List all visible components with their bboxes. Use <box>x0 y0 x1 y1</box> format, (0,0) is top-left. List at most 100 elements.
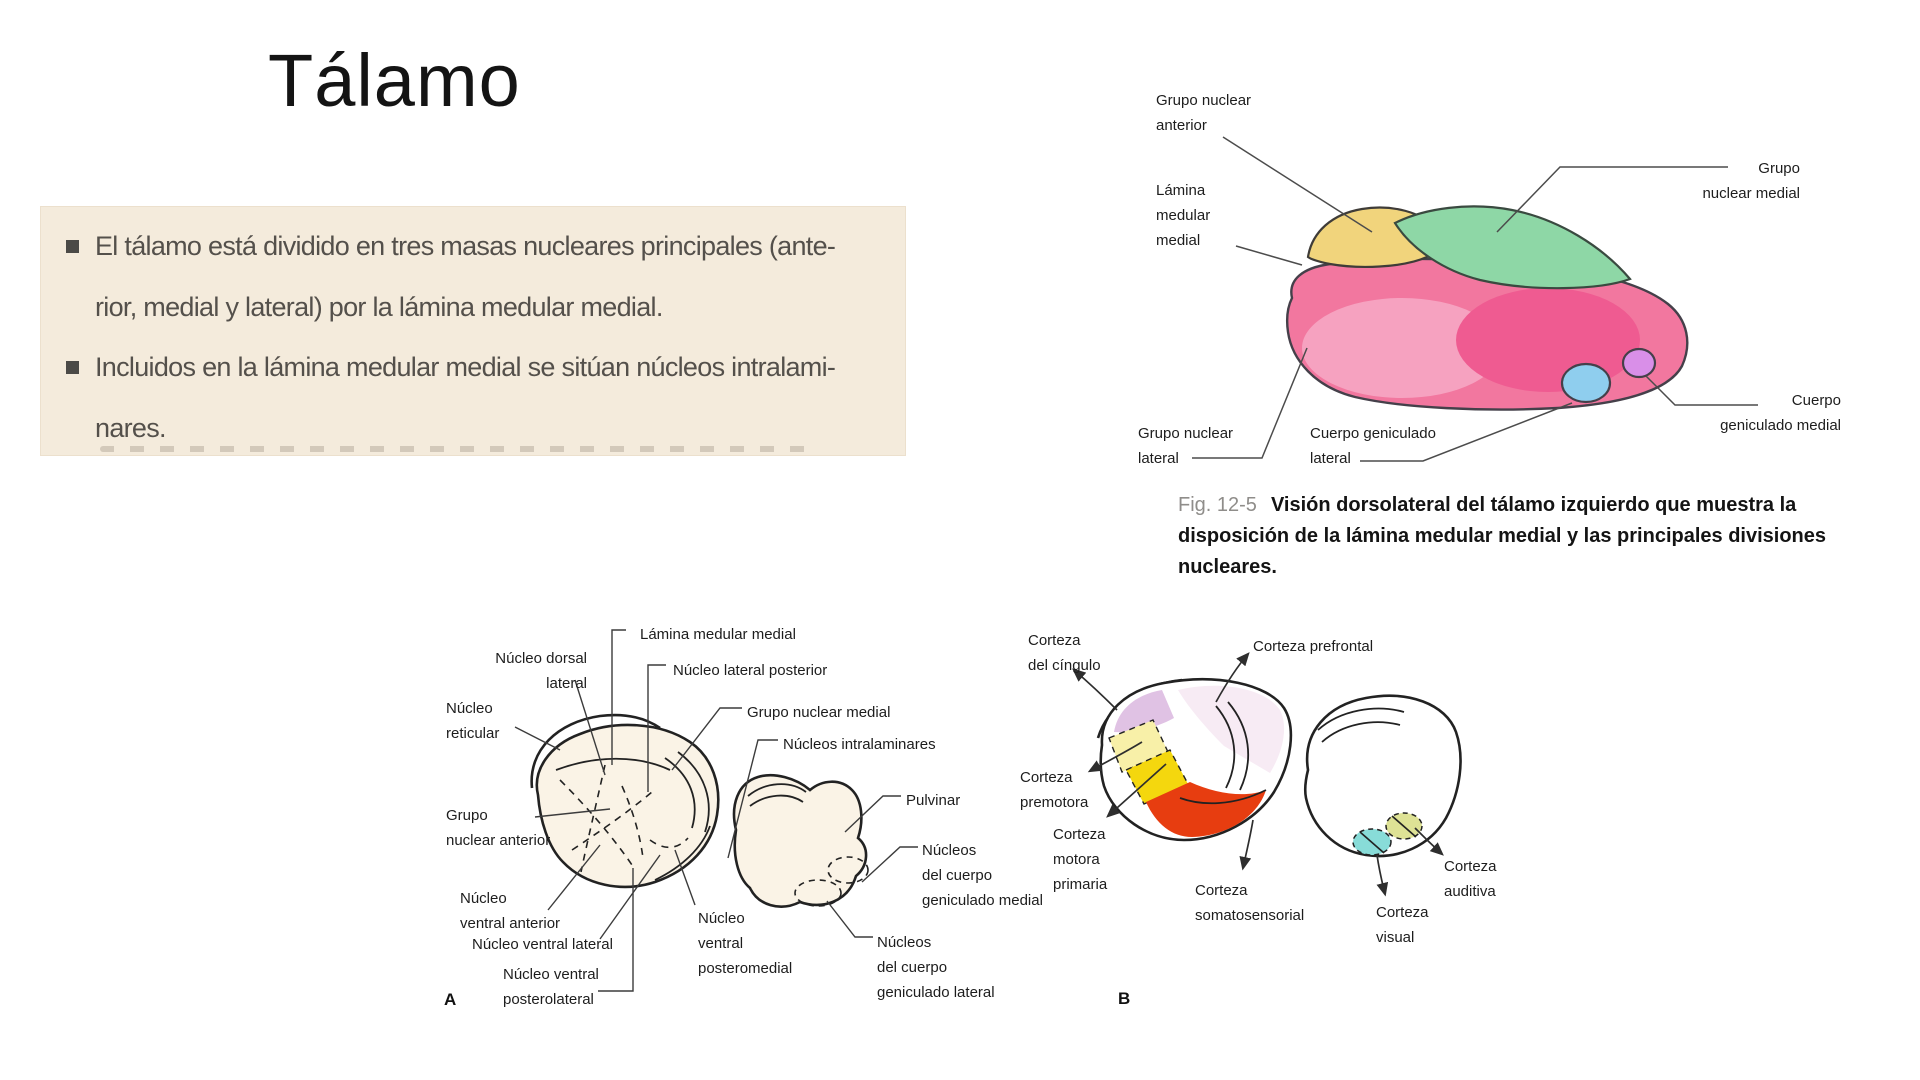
caption-tag: Fig. 12-5 <box>1178 494 1257 516</box>
leader-lateral <box>1192 347 1308 459</box>
cingulate-region <box>1114 690 1174 733</box>
lateral-pink-deep-patch <box>1456 288 1640 392</box>
label-grupo-nuclear-medial: Grupo nuclear medial <box>747 704 891 721</box>
lateral-pink-light-patch <box>1302 298 1502 398</box>
figure-nuclei-and-cortex: Lámina medular medial Núcleo dorsal late… <box>360 610 1640 1050</box>
reticular-shell-outline <box>530 713 661 789</box>
leader <box>844 795 901 833</box>
label-nucleo-ventral-posterolateral: Núcleo ventral posterolateral <box>503 966 599 1008</box>
caption-line: disposición de la lámina medular medial … <box>1178 525 1827 547</box>
label-grupo-nuclear-medial: Grupo nuclear medial <box>1702 160 1800 202</box>
label-grupo-nuclear-anterior: Grupo nuclear anterior <box>446 807 551 849</box>
leader <box>826 900 873 938</box>
leader <box>534 808 611 818</box>
cross-line <box>1359 831 1385 854</box>
arrow-prefrontal <box>1215 652 1250 703</box>
geniculate-lateral-dashed <box>794 879 842 907</box>
leader <box>598 868 634 992</box>
pulvinar-blob-outline <box>732 773 868 908</box>
prefrontal-region <box>1178 685 1285 773</box>
panel-b-art <box>1072 652 1462 897</box>
panel-a-art <box>514 629 918 992</box>
thalamus-b-internal-curves <box>1179 701 1267 805</box>
label-corteza-motora-primaria: Corteza motora primaria <box>1053 826 1108 893</box>
internal-lamina-curves <box>555 751 711 881</box>
internal-dashed-borders <box>559 764 689 873</box>
arrow-cingulo <box>1072 668 1118 711</box>
arc <box>749 794 804 807</box>
dashed-border <box>621 785 644 859</box>
bullet-item: Incluidos en la lámina medular medial se… <box>66 337 895 458</box>
label-nucleo-ventral-anterior: Núcleo ventral anterior <box>460 890 561 932</box>
label-grupo-nuclear-anterior: Grupo nuclear anterior <box>1156 92 1252 134</box>
arc <box>1317 707 1405 731</box>
pulvinar-top-arcs <box>747 783 807 807</box>
leader-anterior <box>1222 136 1373 233</box>
cortex-blob-top-arcs <box>1317 707 1405 743</box>
panel-a-leaders <box>514 629 918 992</box>
label-lamina-medular-medial: Lámina medular medial <box>1156 182 1211 249</box>
arc <box>1227 701 1250 791</box>
leader <box>611 629 626 765</box>
leader <box>671 707 742 771</box>
leader <box>647 664 666 792</box>
leader <box>574 679 606 776</box>
label-corteza-auditiva: Corteza auditiva <box>1444 858 1497 900</box>
medial-nuclear-group-shape <box>1393 205 1632 290</box>
caption-text: Visión dorsolateral del tálamo izquierdo… <box>1270 494 1797 516</box>
leader-medial <box>1496 166 1728 233</box>
label-nucleos-cuerpo-geniculado-medial: Núcleos del cuerpo geniculado medial <box>922 842 1043 909</box>
label-nucleo-lateral-posterior: Núcleo lateral posterior <box>673 662 828 679</box>
label-nucleo-dorsal-lateral: Núcleo dorsal lateral <box>495 650 587 692</box>
label-nucleo-ventral-lateral: Núcleo ventral lateral <box>472 936 613 953</box>
leader-lamina <box>1235 245 1303 266</box>
label-cuerpo-geniculado-medial: Cuerpo geniculado medial <box>1720 392 1841 434</box>
internal-curve <box>664 757 696 829</box>
geniculate-medial-dashed <box>827 856 869 884</box>
panel-letter-b: B <box>1118 989 1131 1008</box>
leader <box>674 849 696 906</box>
dashed-border <box>649 837 689 849</box>
bullet-marker-icon <box>66 361 79 374</box>
arrow-auditiva <box>1414 827 1444 856</box>
caption-line: Fig. 12-5 Visión dorsolateral del tálamo … <box>1178 490 1868 521</box>
leader <box>599 854 661 940</box>
arc <box>747 783 807 797</box>
arrow-motora <box>1106 763 1167 818</box>
medial-geniculate-body-shape <box>1621 347 1657 379</box>
arc <box>1215 705 1236 789</box>
label-nucleo-reticular: Núcleo reticular <box>446 700 500 742</box>
bullet-text-box: El tálamo está dividido en tres masas nu… <box>40 206 906 456</box>
bullet-text: Incluidos en la lámina medular medial se… <box>95 352 836 443</box>
region-cross-lines <box>1359 815 1417 854</box>
internal-curve <box>555 757 671 771</box>
leader <box>861 846 918 883</box>
arrow-somatosensorial <box>1239 819 1254 871</box>
label-nucleos-intralaminares: Núcleos intralaminares <box>783 736 936 753</box>
dashed-border <box>559 779 633 866</box>
bullet-marker-icon <box>66 240 79 253</box>
label-nucleo-ventral-posteromedial: Núcleo ventral posteromedial <box>698 910 793 977</box>
motor-red-region <box>1146 782 1266 837</box>
panel-letter-a: A <box>444 990 457 1009</box>
figure-12-5: Grupo nuclear anterior Lámina medular me… <box>940 60 1900 600</box>
label-lamina-medular-medial: Lámina medular medial <box>640 626 796 643</box>
leader <box>514 726 561 751</box>
internal-curve <box>654 825 711 881</box>
caption-line: nucleares. <box>1178 556 1277 578</box>
label-grupo-nuclear-lateral: Grupo nuclear lateral <box>1138 425 1234 467</box>
label-pulvinar: Pulvinar <box>906 792 961 809</box>
cortex-blob-outline <box>1303 694 1462 858</box>
bullet-text: El tálamo está dividido en tres masas nu… <box>95 231 836 322</box>
leader-lines <box>1192 136 1758 462</box>
label-corteza-premotora: Corteza premotora <box>1020 769 1089 811</box>
leader-geniculado-medial <box>1645 375 1758 406</box>
cross-line <box>1391 815 1417 838</box>
arc <box>1179 789 1267 805</box>
arrow-premotora <box>1087 741 1143 773</box>
page-title: Tálamo <box>268 39 521 122</box>
geniculate-dashed-ellipses <box>794 856 869 907</box>
arrow-visual <box>1376 854 1389 897</box>
thalamus-a-outline <box>535 723 720 889</box>
